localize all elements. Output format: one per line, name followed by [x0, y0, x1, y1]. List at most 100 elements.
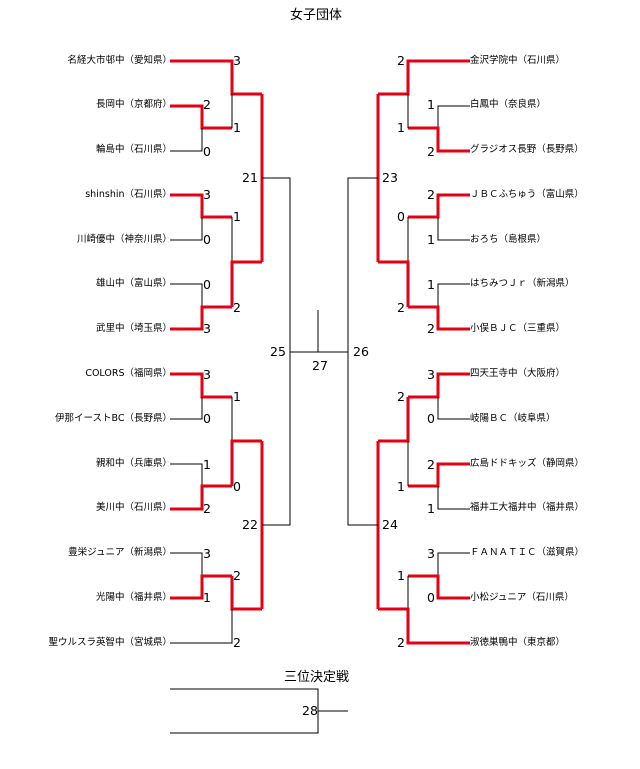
score: 2: [397, 53, 405, 68]
score: 1: [427, 232, 435, 247]
match-number-25: 25: [270, 344, 286, 359]
score: 0: [203, 411, 211, 426]
score: 1: [203, 590, 211, 605]
score: 3: [203, 187, 211, 202]
score: 2: [427, 144, 435, 159]
score: 2: [233, 568, 241, 583]
team-right-13: 小松ジュニア（石川県）: [470, 592, 574, 603]
team-left-14: 聖ウルスラ英智中（宮城県）: [48, 637, 172, 648]
third-place-title: 三位決定戦: [284, 670, 350, 685]
winner-line-43: [408, 574, 470, 600]
score: 2: [233, 300, 241, 315]
winner-line-36: [408, 372, 470, 399]
score: 1: [203, 457, 211, 472]
score: 1: [397, 568, 405, 583]
bracket-line-18: [170, 552, 203, 576]
score: 0: [203, 144, 211, 159]
winner-line-9: [230, 260, 262, 307]
team-left-3: 輪島中（石川県）: [95, 144, 172, 155]
bracket-line-23: [262, 351, 318, 526]
team-right-5: おろち（島根県）: [470, 234, 547, 245]
score: 2: [427, 457, 435, 472]
score: 2: [397, 389, 405, 404]
score: 1: [427, 501, 435, 516]
score: 2: [203, 501, 211, 516]
team-right-4: ＪＢＣふちゅう（富山県）: [470, 189, 584, 200]
winner-line-19: [170, 574, 232, 600]
score: 0: [427, 411, 435, 426]
score: 1: [233, 209, 241, 224]
score: 1: [397, 120, 405, 135]
team-left-2: 長岡中（京都府）: [95, 99, 172, 110]
bracket-line-30: [437, 283, 470, 307]
team-right-10: 広島ドドキッズ（静岡県）: [470, 458, 585, 469]
bracket-line-29: [437, 217, 470, 241]
match-number-21: 21: [242, 170, 258, 185]
winner-line-38: [408, 462, 470, 488]
team-left-12: 豊栄ジュニア（新潟県）: [68, 547, 172, 558]
team-right-7: 小俣ＢＪＣ（三重県）: [470, 323, 566, 334]
score: 2: [427, 321, 435, 336]
winner-line-15: [170, 484, 232, 511]
score: 2: [427, 187, 435, 202]
team-left-9: 伊那イーストBC（長野県）: [54, 413, 172, 424]
bracket-line-6: [170, 283, 203, 307]
score: 3: [203, 367, 211, 382]
team-left-8: COLORS（福岡県）: [85, 368, 172, 379]
score: 1: [233, 389, 241, 404]
score: 2: [233, 635, 241, 650]
match-number-28: 28: [302, 703, 318, 718]
team-left-1: 名経大市邨中（愛知県）: [67, 55, 172, 66]
bracket-line-37: [437, 397, 470, 420]
bracket-line-47: [318, 351, 378, 526]
bracket-line-25: [437, 105, 470, 128]
bracket-line-39: [437, 486, 470, 510]
score: 0: [233, 479, 241, 494]
team-left-13: 光陽中（福井県）: [95, 592, 172, 603]
match-number-24: 24: [382, 517, 398, 532]
winner-line-45: [378, 607, 470, 645]
score: 3: [427, 546, 435, 561]
team-right-14: 淑徳巣鴨中（東京都）: [470, 637, 566, 648]
score: 1: [427, 277, 435, 292]
winner-line-0: [170, 59, 262, 96]
bracket-line-49: [170, 688, 319, 734]
score: 2: [397, 635, 405, 650]
team-right-3: グラジオス長野（長野県）: [470, 144, 584, 155]
winner-line-4: [170, 193, 232, 219]
team-right-2: 白鳳中（奈良県）: [470, 99, 547, 110]
bracket-line-21: [170, 609, 233, 644]
winner-line-24: [378, 59, 470, 96]
team-right-11: 福井工大福井中（福井県）: [470, 502, 585, 513]
score: 3: [203, 546, 211, 561]
match-number-23: 23: [382, 170, 398, 185]
bracket-line-42: [437, 552, 470, 576]
score: 0: [203, 232, 211, 247]
bracket-line-5: [170, 217, 203, 241]
team-right-12: ＦＡＮＡＴＩＣ（滋賀県）: [470, 547, 585, 558]
winner-line-31: [408, 305, 470, 331]
bracket-line-11: [262, 177, 291, 352]
score: 0: [203, 277, 211, 292]
team-right-8: 四天王寺中（大阪府）: [470, 368, 566, 379]
score: 3: [203, 321, 211, 336]
score: 2: [203, 97, 211, 112]
bracket-line-35: [347, 177, 378, 352]
team-left-10: 親和中（兵庫県）: [95, 458, 172, 469]
match-number-22: 22: [242, 517, 258, 532]
winner-line-26: [408, 126, 470, 153]
bracket-title: 女子団体: [290, 8, 343, 23]
bracket-line-14: [170, 463, 203, 486]
score: 2: [397, 300, 405, 315]
team-left-7: 武里中（埼玉県）: [95, 323, 172, 334]
team-left-11: 美川中（石川県）: [95, 502, 172, 513]
bracket-line-13: [170, 397, 203, 420]
score: 3: [427, 367, 435, 382]
score: 0: [427, 590, 435, 605]
winner-line-12: [170, 372, 232, 399]
score: 0: [397, 209, 405, 224]
bracket-line-2: [170, 128, 203, 152]
winner-line-7: [170, 305, 232, 331]
team-left-5: 川崎優中（神奈川県）: [76, 234, 172, 245]
